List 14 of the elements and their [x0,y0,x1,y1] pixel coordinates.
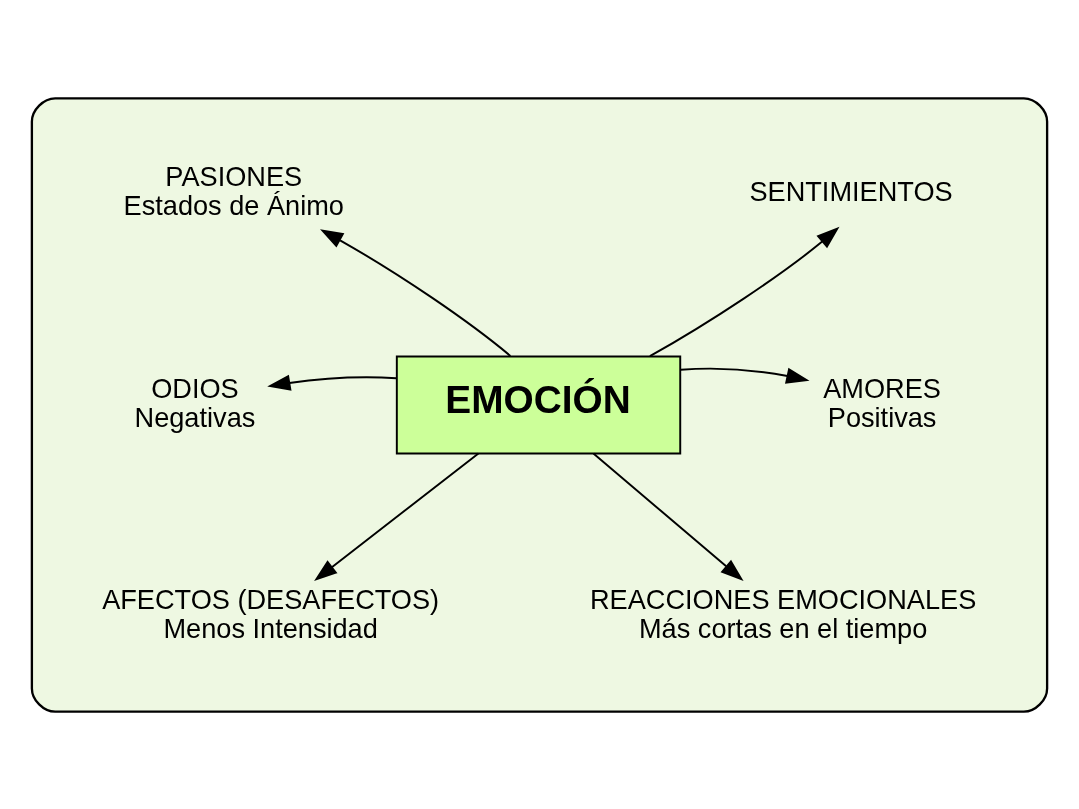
cluster [30,96,1049,713]
arrow [648,226,840,357]
arrow [314,452,480,581]
arrow [592,452,744,581]
node-text: SENTIMIENTOS [749,175,953,207]
node-box: EMOCIÓN [395,355,682,454]
node-text: AFECTOS (DESAFECTOS) Menos Intensidad [102,583,440,644]
arrow [679,367,810,384]
node-text: ODIOS Negativas [134,372,256,433]
arrow [320,228,512,357]
arrow [267,374,398,391]
node-text: PASIONES Estados de Ánimo [123,160,344,221]
node-text: REACCIONES EMOCIONALES Más cortas en el tiempo [589,583,977,644]
node-text: AMORES Positivas [823,372,941,433]
